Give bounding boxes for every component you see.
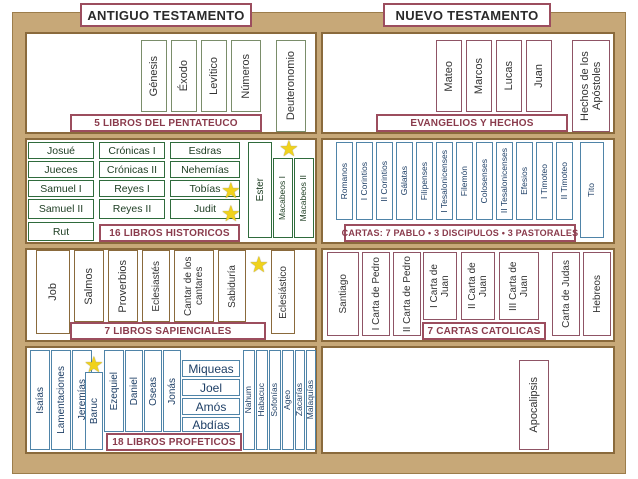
book-daniel: Daniel: [125, 350, 143, 432]
book-marcos: Marcos: [466, 40, 492, 112]
book-esdras: Esdras: [170, 142, 240, 159]
book-apocalipsis: Apocalipsis: [519, 360, 549, 450]
book-baruc: Baruc: [85, 372, 103, 450]
book-macabeos-ii: Macabeos II: [294, 158, 314, 238]
book-job: Job: [36, 250, 70, 334]
book-judas: Carta de Judas: [552, 252, 580, 336]
book-ii-pedro: II Carta de Pedro: [393, 252, 421, 336]
book-cronicas-ii: Crónicas II: [99, 161, 165, 178]
book-iii-juan: III Carta de Juan: [499, 252, 539, 320]
book-filipenses: Filipenses: [416, 142, 433, 220]
book-levitico: Levítico: [201, 40, 227, 112]
book-i-tesalonicenses: I Tesalonicenses: [436, 142, 453, 220]
book-galatas: Gálatas: [396, 142, 413, 220]
book-ii-juan: II Carta de Juan: [461, 252, 495, 320]
book-reyes-i: Reyes I: [99, 180, 165, 197]
book-sabiduria: Sabiduría: [218, 250, 246, 322]
book-salmos: Salmos: [74, 250, 104, 322]
book-ii-timoteo: II Timoteo: [556, 142, 573, 220]
book-ii-corintios: II Corintios: [376, 142, 393, 220]
book-ageo: Ageo: [282, 350, 294, 450]
label-catolicas: 7 CARTAS CATOLICAS: [422, 322, 546, 340]
book-tito: Tito: [580, 142, 604, 238]
book-miqueas: Miqueas: [182, 360, 240, 377]
book-nahum: Nahum: [243, 350, 255, 450]
book-hebreos: Hebreos: [583, 252, 611, 336]
book-i-pedro: I Carta de Pedro: [362, 252, 390, 336]
book-jonas: Jonás: [163, 350, 181, 432]
book-rut: Rut: [28, 222, 94, 241]
new-testament-header: NUEVO TESTAMENTO: [383, 3, 551, 27]
book-hechos: Hechos de los Apóstoles: [572, 40, 610, 132]
label-evangelios: EVANGELIOS Y HECHOS: [376, 114, 568, 132]
book-oseas: Oseas: [144, 350, 162, 432]
book-lamentaciones: Lamentaciones: [51, 350, 71, 450]
book-i-timoteo: I Timoteo: [536, 142, 553, 220]
label-profeticos: 18 LIBROS PROFETICOS: [106, 433, 242, 451]
book-malaquias: Malaquías: [306, 350, 316, 450]
book-juan: Juan: [526, 40, 552, 112]
star-icon: ★: [221, 201, 241, 226]
book-isaias: Isaías: [30, 350, 50, 450]
book-abdias: Abdías: [182, 417, 240, 432]
book-josue: Josué: [28, 142, 94, 159]
book-genesis: Génesis: [141, 40, 167, 112]
book-sofonias: Sofonías: [269, 350, 281, 450]
book-amos: Amós: [182, 398, 240, 415]
star-icon: ★: [84, 352, 104, 377]
book-colosenses: Colosenses: [476, 142, 493, 220]
book-deuteronomio: Deuteronomio: [276, 40, 306, 132]
book-i-corintios: I Corintios: [356, 142, 373, 220]
star-icon: ★: [279, 136, 299, 161]
book-exodo: Éxodo: [171, 40, 197, 112]
book-proverbios: Proverbios: [108, 250, 138, 322]
book-ester: Ester: [248, 142, 272, 238]
book-judit: Judit: [170, 199, 240, 219]
star-icon: ★: [221, 178, 241, 203]
book-efesios: Efesios: [516, 142, 533, 220]
book-nehemias: Nehemías: [170, 161, 240, 178]
book-cronicas-i: Crónicas I: [99, 142, 165, 159]
shelf-new-apocalipsis: [321, 346, 615, 454]
book-habacuc: Habacuc: [256, 350, 268, 450]
book-mateo: Mateo: [436, 40, 462, 112]
label-pentateuco: 5 LIBROS DEL PENTATEUCO: [70, 114, 262, 132]
book-numeros: Números: [231, 40, 261, 112]
book-zacarias-spine: Zacarías: [295, 350, 305, 450]
book-santiago: Santiago: [327, 252, 359, 336]
book-joel: Joel: [182, 379, 240, 396]
book-ezequiel: Ezequiel: [104, 350, 124, 432]
old-testament-header: ANTIGUO TESTAMENTO: [80, 3, 252, 27]
label-cartas: CARTAS: 7 PABLO • 3 DISCIPULOS • 3 PASTO…: [342, 224, 578, 242]
book-cantar: Cantar de los cantares: [174, 250, 214, 322]
book-reyes-ii: Reyes II: [99, 199, 165, 219]
star-icon: ★: [249, 252, 269, 277]
book-lucas: Lucas: [496, 40, 522, 112]
book-i-juan: I Carta de Juan: [423, 252, 457, 320]
book-filemon: Filemón: [456, 142, 473, 220]
book-jueces: Jueces: [28, 161, 94, 178]
book-macabeos-i: Macabeos I: [273, 158, 293, 238]
book-romanos: Romanos: [336, 142, 353, 220]
book-samuel-ii: Samuel II: [28, 199, 94, 219]
book-samuel-i: Samuel I: [28, 180, 94, 197]
book-eclesiastes: Eclesiastés: [142, 250, 170, 322]
book-tobias: Tobías: [170, 180, 240, 197]
book-eclesiastico: Eclesiástico: [271, 250, 295, 334]
book-ii-tesalonicenses: II Tesalonicenses: [496, 142, 513, 220]
label-sapienciales: 7 LIBROS SAPIENCIALES: [70, 322, 266, 340]
label-historicos: 16 LIBROS HISTORICOS: [99, 224, 240, 242]
